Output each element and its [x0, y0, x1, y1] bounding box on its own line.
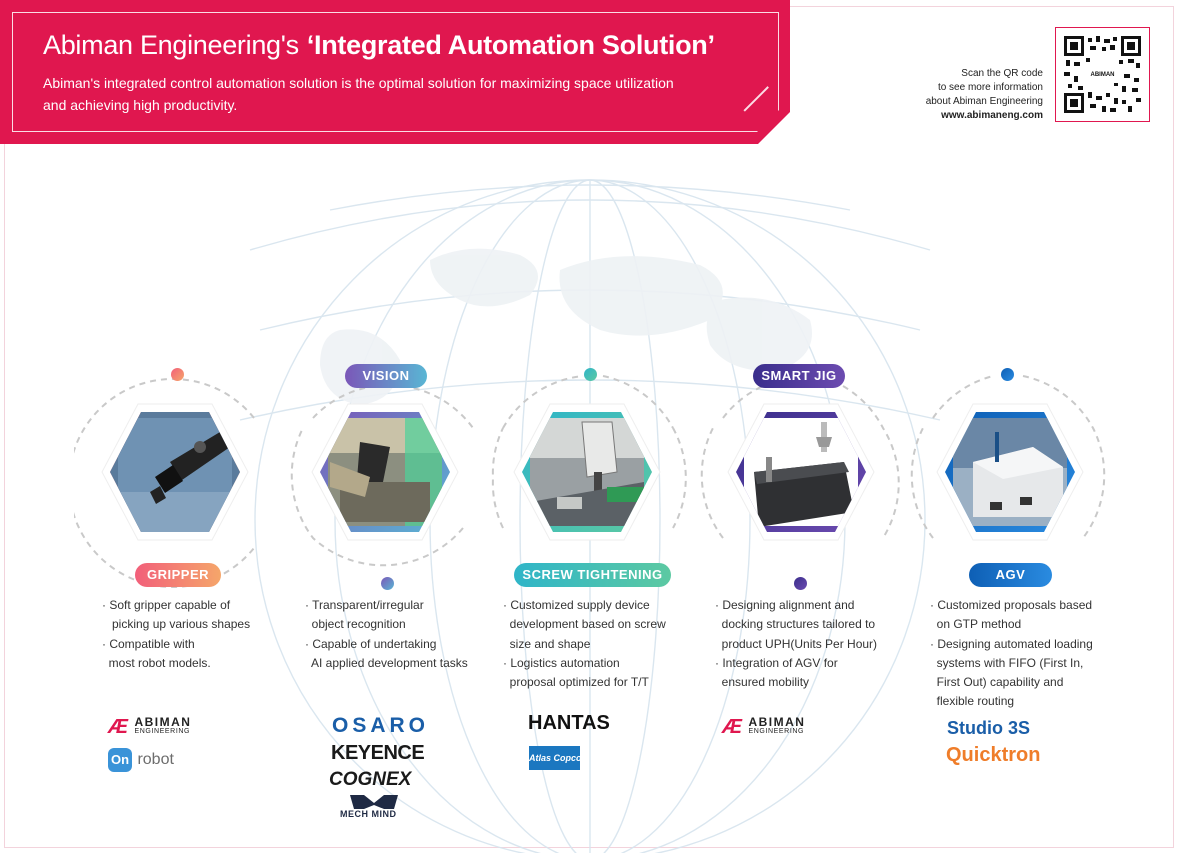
- description-line: object recognition: [305, 617, 406, 632]
- smart-jig-dot: [794, 577, 807, 590]
- vision-image: [311, 403, 459, 541]
- vision-label-badge: VISION: [345, 364, 427, 388]
- hantas-logo: HANTAS: [528, 712, 610, 734]
- description-line: · Soft gripper capable of: [102, 598, 231, 612]
- description-line: · Designing alignment and: [715, 598, 855, 612]
- qr-code-icon: ABIMAN: [1064, 36, 1141, 113]
- page-title: Abiman Engineering's‘Integrated Automati…: [43, 30, 715, 61]
- description-line: docking structures tailored to: [715, 617, 876, 632]
- screw-tightening-image: [513, 403, 661, 541]
- cognex-logo: COGNEX: [329, 769, 412, 790]
- subtitle-line: Abiman's integrated control automation s…: [43, 75, 674, 91]
- agv-description: · Customized proposals based on GTP meth…: [930, 596, 1093, 712]
- screw-tightening-label-badge: SCREW TIGHTENING: [514, 563, 671, 587]
- description-line: · Logistics automation: [503, 655, 620, 670]
- description-line: AI applied development tasks: [305, 655, 468, 670]
- description-line: product UPH(Units Per Hour): [715, 636, 878, 651]
- description-line: development based on screw: [503, 617, 666, 632]
- abiman-engineering-logo: Æ ABIMAN ENGINEERING: [722, 715, 806, 738]
- description-line: proposal optimized for T/T: [503, 675, 649, 690]
- description-line: · Customized supply device: [503, 598, 650, 612]
- agv-label-badge: AGV: [969, 563, 1052, 587]
- screw-tightening-description: · Customized supply device development b…: [503, 596, 666, 692]
- description-line: First Out) capability and: [930, 675, 1064, 690]
- smart-jig-image: [727, 403, 875, 541]
- smart-jig-label-badge: SMART JIG: [753, 364, 845, 388]
- qr-logo-text: ABIMAN: [1091, 72, 1115, 78]
- mech-mind-logo-text: MECH MIND: [340, 809, 397, 819]
- description-line: · Integration of AGV for: [715, 655, 838, 670]
- abiman-engineering-logo: Æ ABIMAN ENGINEERING: [108, 715, 192, 738]
- quicktron-logo: Quicktron: [946, 744, 1041, 766]
- agv-image: [936, 403, 1084, 541]
- page-title-company: Abiman Engineering's: [43, 30, 299, 60]
- page-title-solution: ‘Integrated Automation Solution’: [306, 30, 715, 60]
- smart-jig-description: · Designing alignment and docking struct…: [715, 596, 877, 692]
- qr-code[interactable]: ABIMAN: [1055, 27, 1150, 122]
- description-line: · Customized proposals based: [930, 598, 1093, 612]
- agv-dot: [1001, 368, 1014, 381]
- onrobot-logo-text: robot: [137, 751, 174, 768]
- abiman-logo-subtext: ENGINEERING: [748, 728, 805, 735]
- qr-caption-line: about Abiman Engineering: [925, 96, 1043, 107]
- atlas-copco-logo: Atlas Copco: [529, 746, 582, 770]
- agv-dashed-ring: [910, 375, 1106, 539]
- description-line: most robot models.: [102, 655, 211, 670]
- description-line: picking up various shapes: [102, 617, 251, 632]
- studio-3s-logo: Studio 3S: [947, 718, 1031, 738]
- abiman-logo-text: ABIMAN: [134, 715, 192, 729]
- description-line: on GTP method: [930, 617, 1022, 632]
- onrobot-logo: On robot: [108, 748, 174, 772]
- vision-description: · Transparent/irregular object recogniti…: [305, 596, 468, 673]
- description-line: · Capable of undertaking: [305, 636, 437, 651]
- description-line: · Transparent/irregular: [305, 598, 424, 612]
- description-line: flexible routing: [930, 694, 1015, 709]
- gripper-description: · Soft gripper capable of picking up var…: [102, 596, 250, 673]
- description-line: size and shape: [503, 636, 591, 651]
- screw-dot: [584, 368, 597, 381]
- description-line: · Compatible with: [102, 636, 195, 651]
- description-line: ensured mobility: [715, 675, 810, 690]
- website-link[interactable]: www.abimaneng.com: [941, 110, 1043, 121]
- subtitle-line: and achieving high productivity.: [43, 97, 238, 113]
- qr-caption: Scan the QR code to see more information…: [926, 67, 1043, 123]
- gripper-dot: [171, 368, 184, 381]
- mech-mind-icon: [350, 795, 398, 809]
- gripper-image: [101, 403, 249, 541]
- smart-jig-dashed-ring: [700, 385, 900, 539]
- gripper-label-badge: GRIPPER: [135, 563, 221, 587]
- keyence-logo: KEYENCE: [331, 742, 425, 764]
- banner-frame: [12, 12, 779, 132]
- abiman-logo-text: ABIMAN: [748, 715, 806, 729]
- screw-dashed-ring: [491, 375, 687, 529]
- header-banner: Abiman Engineering's‘Integrated Automati…: [0, 0, 790, 144]
- vision-dot: [381, 577, 394, 590]
- osaro-logo: OSARO: [332, 714, 430, 737]
- description-line: systems with FIFO (First In,: [930, 655, 1084, 670]
- abiman-logo-subtext: ENGINEERING: [134, 728, 191, 735]
- description-line: · Designing automated loading: [930, 636, 1093, 651]
- page-subtitle: Abiman's integrated control automation s…: [43, 72, 743, 116]
- qr-caption-line: Scan the QR code: [961, 68, 1043, 79]
- qr-caption-line: to see more information: [937, 82, 1043, 93]
